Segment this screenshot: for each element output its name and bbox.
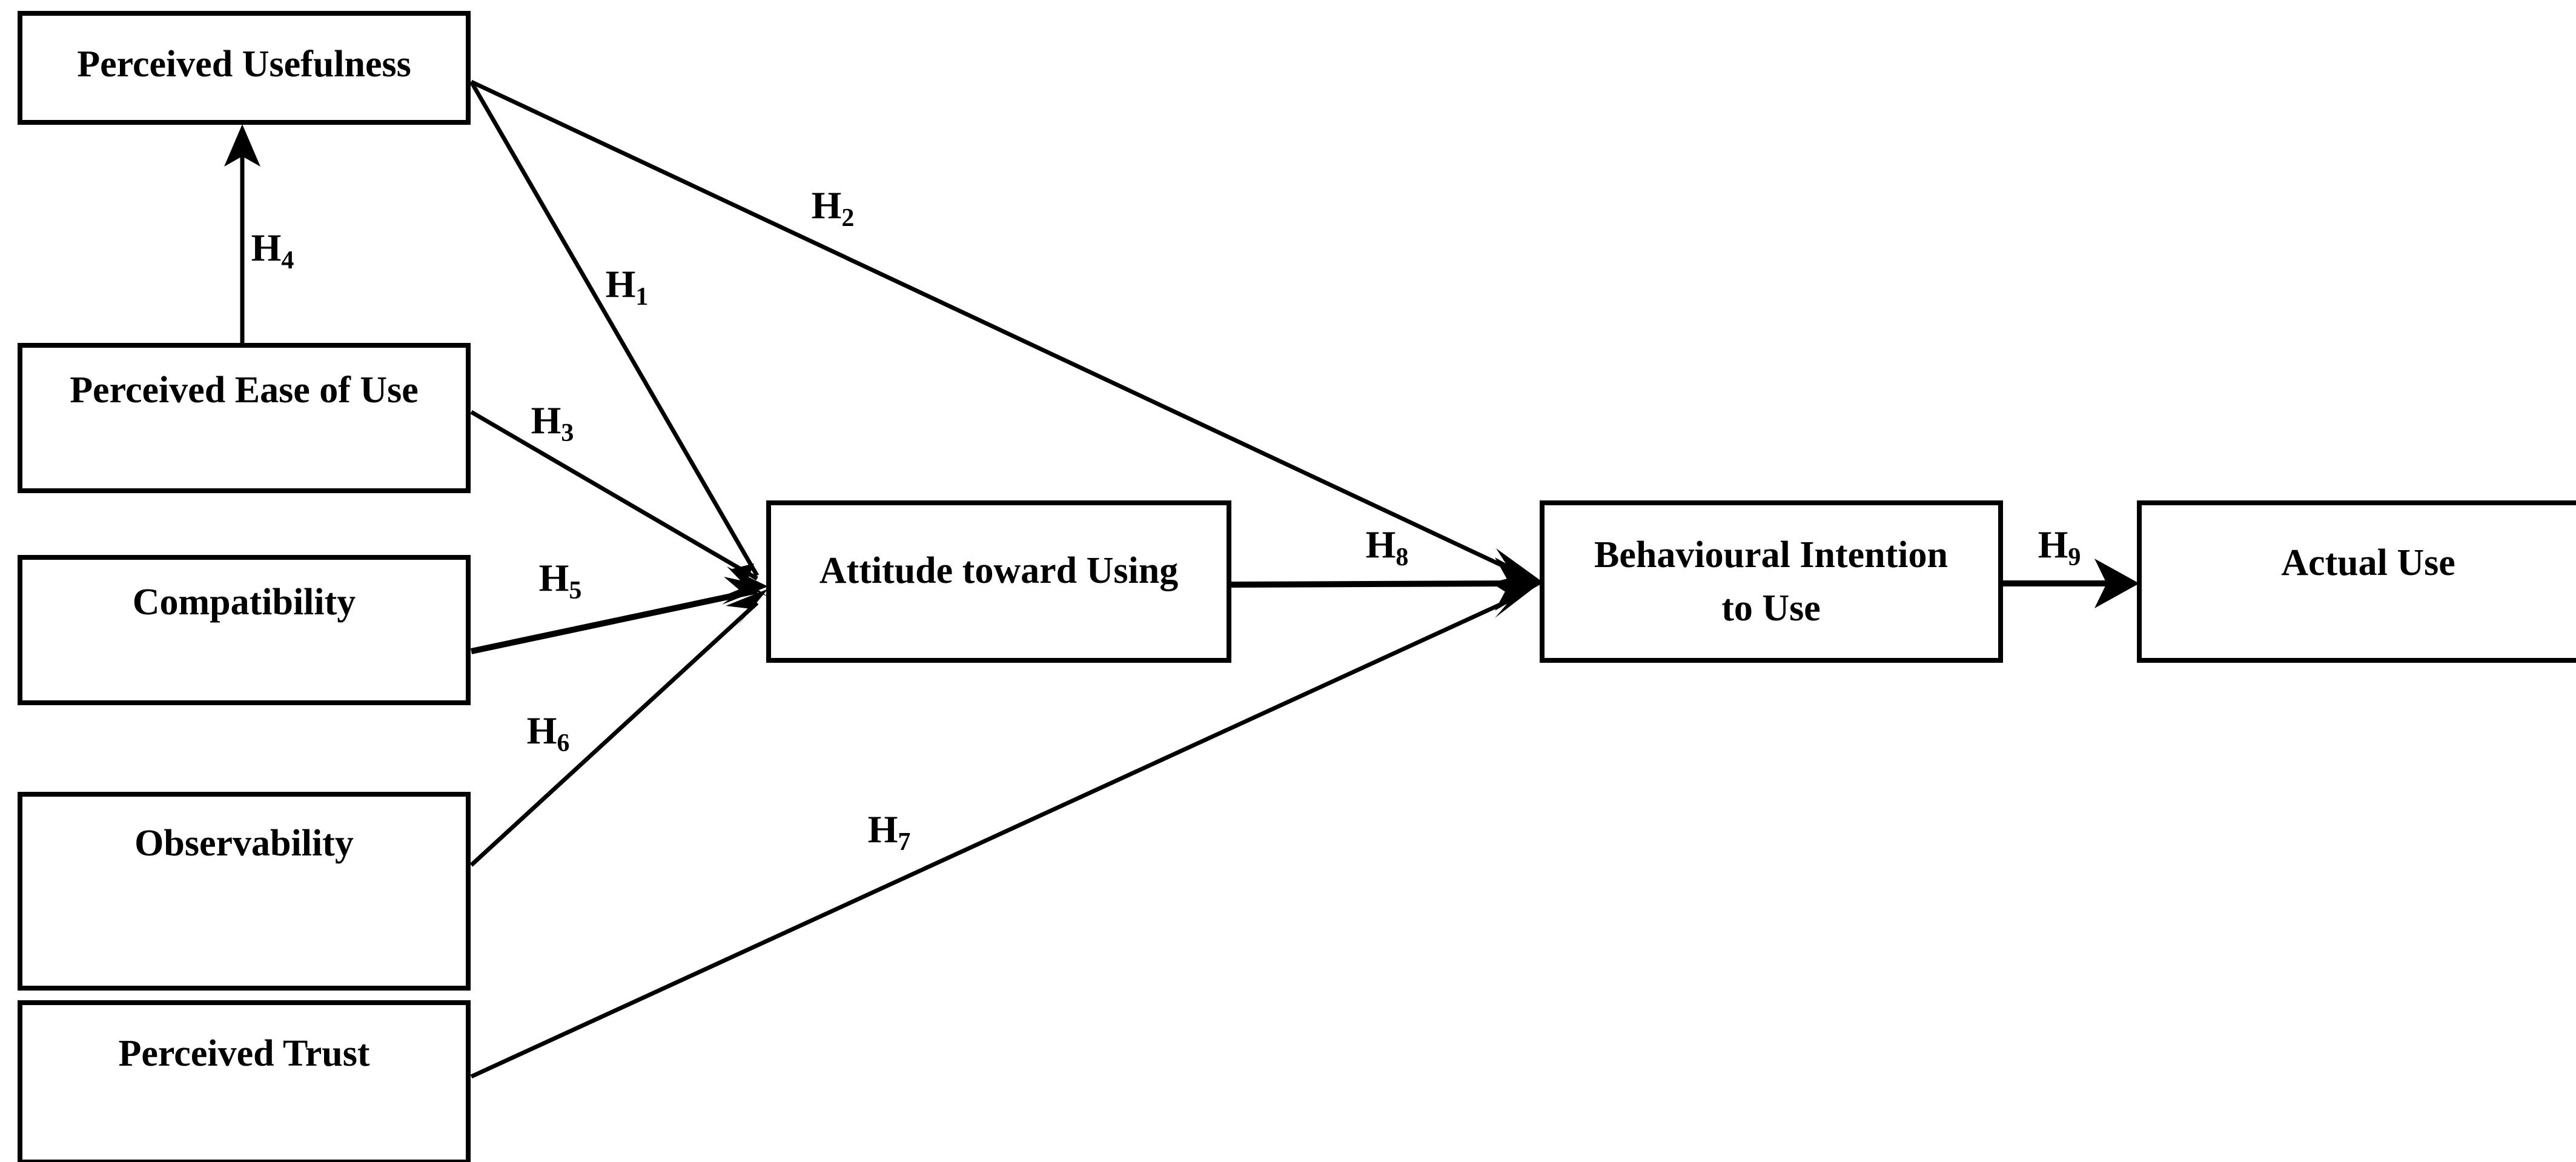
hypothesis-label-h1-text: H1 [606,262,649,311]
node-behavioural-intention-to-use[interactable]: Behavioural Intention to Use [1540,500,2003,663]
hypothesis-label-h4: H4 [251,226,294,274]
node-observability-label: Observability [134,823,354,864]
node-perceived-trust-label: Perceived Trust [119,1033,370,1074]
edge-h8-arrowhead [1495,557,1542,611]
edge-h6-arrowhead [726,589,768,630]
node-attitude-toward-using-rect[interactable] [766,500,1231,663]
node-attitude-toward-using[interactable]: Attitude toward Using [766,500,1231,663]
hypothesis-label-h5: H5 [539,556,582,605]
edge-h6 [469,589,768,867]
hypothesis-label-h7-text: H7 [868,808,911,856]
node-perceived-usefulness-label: Perceived Usefulness [77,44,411,85]
hypothesis-label-h2-text: H2 [812,184,855,232]
node-actual-use-label: Actual Use [2281,542,2455,583]
edge-h3-line [470,410,758,581]
edge-h1 [469,81,768,597]
node-perceived-trust-rect[interactable] [18,1000,471,1162]
edge-h2-line [470,79,1518,575]
hypothesis-label-h5-text: H5 [539,556,582,605]
node-perceived-trust[interactable]: Perceived Trust [18,1000,471,1162]
hypothesis-label-h2: H2 [812,184,855,232]
node-perceived-usefulness[interactable]: Perceived Usefulness [18,11,471,125]
hypothesis-label-h8-text: H8 [1366,523,1409,571]
node-perceived-ease-of-use[interactable]: Perceived Ease of Use [18,343,471,493]
edge-h9-arrowhead [2094,559,2139,608]
edge-h5-line [470,588,758,654]
node-behavioural-intention-to-use-label-line1: Behavioural Intention [1594,534,1948,576]
edge-h8-line [1228,580,1521,588]
edge-h3 [470,410,768,595]
hypothesis-label-h9-text: H9 [2038,523,2081,571]
edge-h6-line [469,601,759,867]
edge-h4 [224,124,260,345]
hypothesis-label-h3-text: H3 [531,399,574,447]
node-perceived-usefulness-rect[interactable] [18,11,471,125]
edge-h1-arrowhead [730,563,768,597]
node-behavioural-intention-to-use-rect[interactable] [1540,500,2003,663]
edge-h2-arrowhead [1491,548,1542,583]
hypothesis-label-h1: H1 [606,262,649,311]
hypothesis-label-h4-text: H4 [251,226,294,274]
hypothesis-label-h6: H6 [527,709,570,757]
hypothesis-label-h8: H8 [1366,523,1409,571]
node-observability-rect[interactable] [18,792,471,991]
node-compatibility-rect[interactable] [18,555,471,705]
hypothesis-label-h7: H7 [868,808,911,856]
node-perceived-ease-of-use-label: Perceived Ease of Use [70,370,419,411]
node-perceived-ease-of-use-rect[interactable] [18,343,471,493]
edge-h2 [470,79,1542,583]
node-observability[interactable]: Observability [18,792,471,991]
node-attitude-toward-using-label: Attitude toward Using [819,550,1178,591]
hypothesis-label-h3: H3 [531,399,574,447]
hypothesis-label-h6-text: H6 [527,709,570,757]
edge-h9 [2001,559,2139,608]
edge-h5 [470,577,768,654]
edge-h4-arrowhead [224,124,260,167]
node-compatibility[interactable]: Compatibility [18,555,471,705]
edge-h8 [1228,557,1542,611]
node-actual-use[interactable]: Actual Use [2137,500,2576,663]
edge-h7-line [470,594,1518,1079]
node-compatibility-label: Compatibility [133,582,356,623]
hypothesis-label-h9: H9 [2038,523,2081,571]
edge-h1-line [469,81,760,577]
node-actual-use-rect[interactable] [2137,500,2576,663]
node-behavioural-intention-to-use-label-line2: to Use [1721,588,1821,629]
edge-h5-arrowhead [722,577,768,605]
